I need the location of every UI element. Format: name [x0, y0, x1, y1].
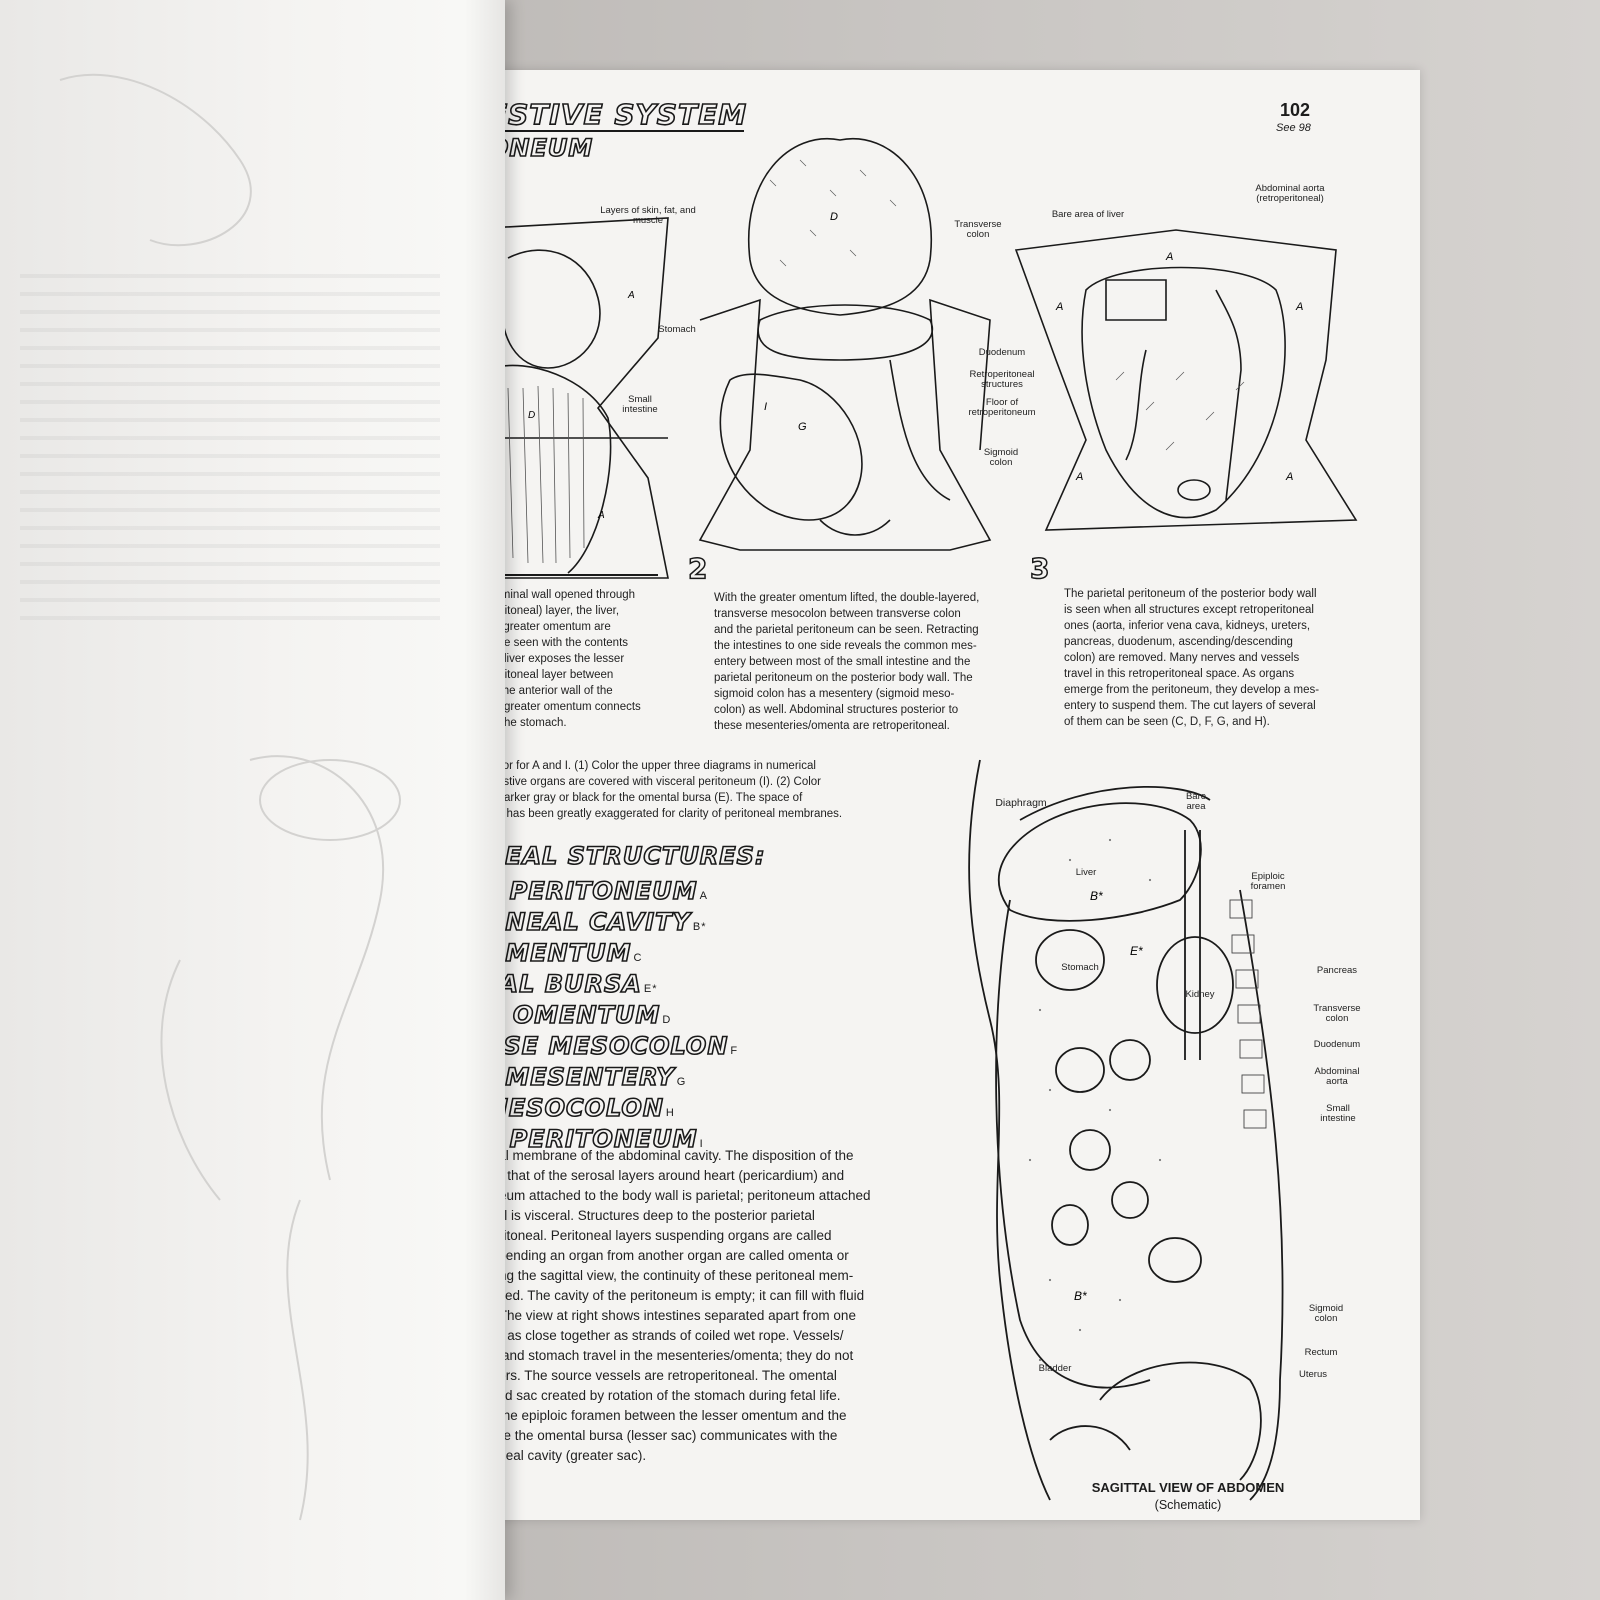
label-transverse-colon: Transverse colon [954, 219, 1002, 240]
svg-text:D: D [528, 410, 535, 421]
svg-text:B*: B* [1074, 1289, 1087, 1303]
svg-text:A: A [1165, 251, 1173, 263]
label-duodenum-sagittal: Duodenum [1313, 1039, 1361, 1050]
label-stomach-sagittal: Stomach [1061, 962, 1099, 973]
sagittal-view-illustration: B* E* B* [968, 759, 1284, 1501]
label-rectum: Rectum [1304, 1347, 1338, 1358]
svg-text:A: A [597, 510, 605, 521]
label-bare-area-liver: Bare area of liver [1051, 209, 1125, 220]
label-epiploic-foramen: Epiploic foramen [1250, 871, 1286, 892]
label-bladder: Bladder [1038, 1363, 1072, 1374]
title-underline [488, 130, 744, 132]
label-pancreas: Pancreas [1316, 965, 1358, 976]
panel-1-rule [488, 574, 658, 576]
svg-text:G: G [798, 421, 807, 433]
faded-illustration-bleed [59, 73, 401, 1521]
label-abdominal-aorta-sagittal: Abdominal aorta [1314, 1066, 1360, 1087]
label-duodenum: Duodenum [978, 347, 1026, 358]
structures-heading: NEAL STRUCTURES: [483, 841, 766, 871]
svg-text:A: A [1285, 471, 1293, 483]
see-reference: See 98 [1276, 122, 1311, 134]
panel-3-caption: The parietal peritoneum of the posterior… [1064, 588, 1320, 728]
label-layers: Layers of skin, fat, and muscle [600, 205, 696, 226]
label-abdominal-aorta: Abdominal aorta (retroperitoneal) [1255, 183, 1325, 204]
panel-1-illustration: A A D [487, 217, 669, 579]
chapter-title: ESTIVE SYSTEM [487, 97, 748, 132]
label-small-intestine-sagittal: Small intestine [1320, 1103, 1356, 1124]
svg-text:D: D [830, 211, 838, 223]
page-number: 102 [1280, 100, 1311, 120]
body-paragraph: osal membrane of the abdominal cavity. T… [484, 1148, 871, 1463]
left-page [0, 0, 505, 1600]
label-small-intestine: Small intestine [622, 394, 658, 415]
right-page: ESTIVE SYSTEM ONEUM 102 See 98 A A D Lay… [470, 70, 1420, 1520]
label-stomach: Stomach [658, 324, 696, 335]
sagittal-subtitle: (Schematic) [1154, 1498, 1222, 1512]
label-kidney: Kidney [1185, 989, 1215, 1000]
label-sigmoid: Sigmoid colon [983, 447, 1019, 468]
panel-2-caption: With the greater omentum lifted, the dou… [714, 592, 980, 732]
label-floor: Floor of retroperitoneum [968, 397, 1036, 418]
coloring-instructions: color for A and I. (1) Color the upper t… [488, 760, 843, 820]
panel-2-number: 2 [687, 551, 708, 586]
svg-text:B*: B* [1090, 889, 1103, 903]
svg-text:A: A [627, 290, 635, 301]
faded-text-bleed [20, 260, 440, 620]
label-sigmoid-colon: Sigmoid colon [1308, 1303, 1344, 1324]
svg-text:A: A [1075, 471, 1083, 483]
panel-3-illustration: A A A A A [1014, 229, 1358, 531]
svg-text:A: A [1055, 301, 1063, 313]
label-uterus: Uterus [1299, 1369, 1327, 1380]
svg-text:A: A [1295, 301, 1303, 313]
label-transverse-colon-sagittal: Transverse colon [1313, 1003, 1361, 1024]
panel-2-illustration: D G I [698, 137, 992, 551]
svg-text:E*: E* [1130, 944, 1143, 958]
sagittal-title: SAGITTAL VIEW OF ABDOMEN [1091, 1480, 1285, 1495]
label-bare-area: Bare area [1185, 791, 1207, 812]
label-liver: Liver [1075, 867, 1097, 878]
panel-3-number: 3 [1029, 551, 1050, 586]
label-retroperitoneal: Retroperitoneal structures [969, 369, 1035, 390]
label-diaphragm: Diaphragm [995, 797, 1047, 809]
svg-text:I: I [764, 401, 767, 413]
